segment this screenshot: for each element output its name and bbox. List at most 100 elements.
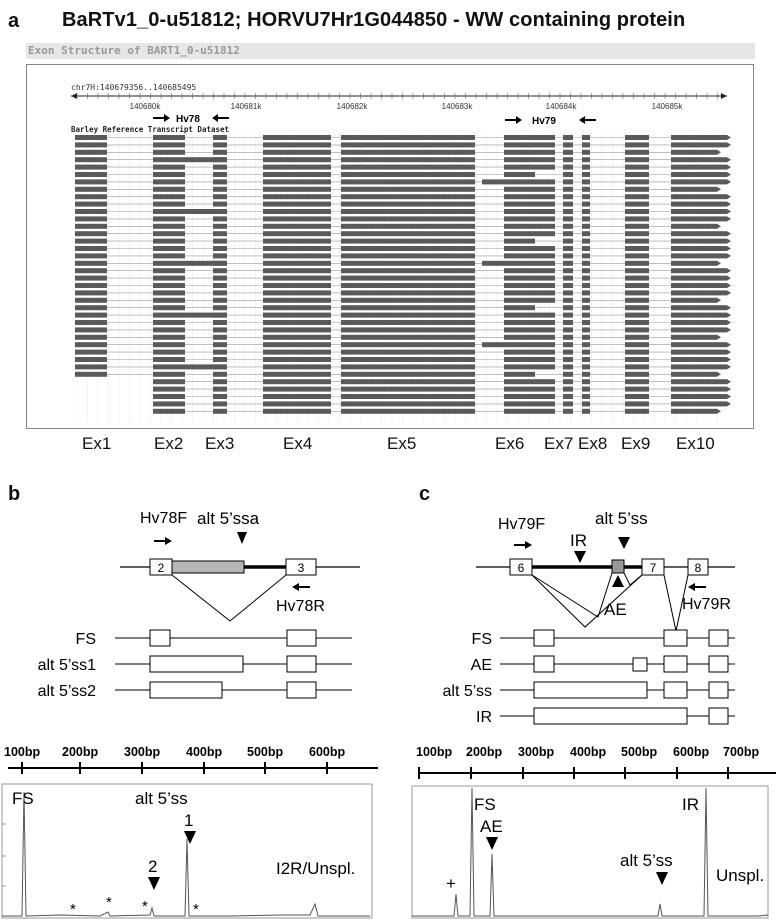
track-label: Barley Reference Transcript Dataset: [71, 125, 229, 134]
strand-arrow-icon: [727, 216, 731, 222]
isoform-exon: [286, 681, 317, 699]
scale-label: 600bp: [673, 745, 709, 759]
strand-arrow-icon: [717, 297, 721, 303]
transcript-exon: [153, 186, 185, 192]
transcript-exon: [263, 342, 331, 348]
transcript-exon: [582, 135, 590, 140]
transcript-exon: [213, 231, 227, 237]
transcript-exon: [341, 172, 475, 177]
transcript-exon: [582, 349, 590, 355]
transcript-exon: [504, 275, 555, 281]
transcript-exon: [153, 297, 185, 303]
transcript-exon: [582, 290, 590, 296]
transcript-exon: [341, 216, 475, 222]
transcript-exon: [582, 268, 590, 274]
transcript-exon: [341, 327, 475, 333]
strand-arrow-icon: [727, 164, 731, 170]
transcript-exon: [671, 312, 727, 318]
exon-label-ex3: Ex3: [205, 434, 235, 453]
transcript-exon: [582, 209, 590, 214]
transcript-exon: [671, 275, 727, 281]
transcript-exon: [582, 186, 590, 192]
transcript-exon: [263, 223, 331, 229]
transcript-exon: [341, 297, 475, 303]
transcript-exon: [153, 216, 185, 222]
peak-fs: FS: [12, 789, 34, 808]
transcript-exon: [263, 201, 331, 207]
transcript-exon: [75, 179, 107, 185]
transcript-exon: [563, 334, 573, 340]
peak-marker-icon: [656, 872, 668, 885]
strand-arrow-icon: [727, 394, 731, 399]
transcript-exon: [213, 172, 227, 177]
transcript-exon: [671, 342, 727, 348]
transcript-exon: [671, 209, 727, 214]
transcript-exon: [504, 379, 555, 385]
transcript-exon: [213, 283, 227, 288]
transcript-exon: [482, 342, 555, 348]
trace-ticks: [2, 823, 6, 887]
transcript-exon: [341, 209, 475, 214]
transcript-exon: [213, 349, 227, 355]
transcript-exon: [153, 135, 185, 140]
transcript-exon: [341, 223, 475, 229]
transcript-exon: [263, 164, 331, 170]
exon-label-ex1: Ex1: [82, 434, 112, 453]
strand-arrow-icon: [727, 275, 731, 281]
transcript-exon: [671, 327, 727, 333]
transcript-exon: [75, 268, 107, 274]
transcript-exon: [582, 364, 590, 370]
isoform-label: alt 5’ss: [442, 683, 492, 700]
panel-c-diagram: Hv79F IR alt 5’ss 6 7 8 AE Hv79R FS AE: [442, 509, 735, 726]
transcript-exon: [263, 283, 331, 288]
transcript-exon: [671, 223, 717, 229]
transcript-exon: [625, 401, 649, 407]
transcript-exon: [563, 172, 573, 177]
transcript-exon: [75, 194, 107, 200]
transcript-exon: [504, 386, 555, 392]
isoform-exon: [149, 629, 171, 647]
isoform-exon: [286, 655, 317, 673]
arrow-head-icon: [516, 116, 522, 124]
transcript-exon: [341, 149, 475, 155]
ruler-left-arrow: [71, 93, 77, 99]
transcript-exon: [563, 401, 573, 407]
transcript-exon: [153, 342, 185, 348]
transcript-exon: [153, 394, 185, 399]
ir-marker-icon: [574, 551, 586, 563]
strand-arrow-icon: [727, 201, 731, 207]
star: *: [70, 901, 76, 918]
transcript-exon: [341, 379, 475, 385]
transcript-exon: [671, 268, 727, 274]
scale-label: 300bp: [124, 745, 160, 759]
alt-extension: [171, 560, 245, 574]
browser-svg: chr7H:140679356..140685495 140680k 14068…: [71, 83, 731, 423]
site-marker-icon: [237, 532, 247, 544]
transcript-exon: [341, 186, 475, 192]
transcript-exon: [263, 172, 331, 177]
locus-label: chr7H:140679356..140685495: [71, 83, 196, 92]
transcript-exon: [153, 142, 185, 148]
transcript-exon: [582, 142, 590, 148]
transcript-exon: [563, 290, 573, 296]
transcript-exon: [213, 135, 227, 140]
transcript-exon: [153, 194, 185, 200]
transcript-exon: [504, 349, 555, 355]
transcript-exon: [75, 216, 107, 222]
transcript-exon: [671, 149, 717, 155]
strand-arrow-icon: [727, 172, 731, 177]
ae-exon: [611, 559, 625, 574]
transcript-exon: [263, 253, 331, 259]
transcript-exon: [341, 305, 475, 311]
transcript-exon: [671, 238, 727, 244]
isoform-label: AE: [471, 657, 492, 674]
transcript-exon: [213, 268, 227, 274]
transcript-exon: [75, 238, 107, 244]
transcript-exon: [625, 297, 649, 303]
scale-label: 400bp: [186, 745, 222, 759]
transcript-exon: [582, 172, 590, 177]
transcript-exon: [263, 209, 331, 214]
transcript-exon: [213, 186, 227, 192]
trace-line: [2, 791, 370, 917]
